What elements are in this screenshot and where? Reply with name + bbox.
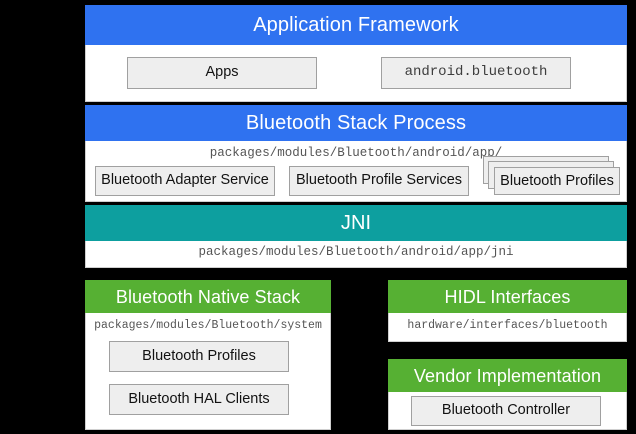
vendor-implementation-panel: Vendor Implementation Bluetooth Controll… bbox=[388, 359, 627, 430]
jni-path: packages/modules/Bluetooth/android/app/j… bbox=[198, 245, 514, 259]
connector-arrowhead-left bbox=[331, 291, 338, 301]
application-framework-panel: Application Framework Apps android.bluet… bbox=[85, 5, 627, 102]
bluetooth-profiles-stack[interactable]: Bluetooth Profiles bbox=[483, 156, 623, 201]
application-framework-header: Application Framework bbox=[85, 5, 627, 45]
vendor-implementation-header: Vendor Implementation bbox=[388, 359, 627, 392]
jni-header: JNI bbox=[85, 205, 627, 241]
application-framework-body: Apps android.bluetooth bbox=[85, 45, 627, 102]
bluetooth-native-stack-header: Bluetooth Native Stack bbox=[85, 280, 331, 313]
bluetooth-native-stack-panel: Bluetooth Native Stack packages/modules/… bbox=[85, 280, 331, 430]
hidl-interfaces-body: hardware/interfaces/bluetooth bbox=[388, 313, 627, 342]
apps-box[interactable]: Apps bbox=[127, 57, 317, 89]
bluetooth-stack-process-header: Bluetooth Stack Process bbox=[85, 105, 627, 141]
hidl-interfaces-path: hardware/interfaces/bluetooth bbox=[407, 319, 608, 332]
bluetooth-adapter-service-box[interactable]: Bluetooth Adapter Service bbox=[95, 166, 275, 196]
bluetooth-profile-services-box[interactable]: Bluetooth Profile Services bbox=[289, 166, 469, 196]
bluetooth-stack-process-path: packages/modules/Bluetooth/android/app/ bbox=[209, 146, 503, 160]
vendor-implementation-body: Bluetooth Controller bbox=[388, 392, 627, 430]
bluetooth-controller-box[interactable]: Bluetooth Controller bbox=[411, 396, 601, 426]
bluetooth-hal-clients-box[interactable]: Bluetooth HAL Clients bbox=[109, 384, 289, 415]
jni-body: packages/modules/Bluetooth/android/app/j… bbox=[85, 241, 627, 268]
bluetooth-stack-process-panel: Bluetooth Stack Process packages/modules… bbox=[85, 105, 627, 202]
bluetooth-stack-process-body: packages/modules/Bluetooth/android/app/ … bbox=[85, 141, 627, 202]
jni-panel: JNI packages/modules/Bluetooth/android/a… bbox=[85, 205, 627, 268]
native-bluetooth-profiles-box[interactable]: Bluetooth Profiles bbox=[109, 341, 289, 372]
hidl-interfaces-panel: HIDL Interfaces hardware/interfaces/blue… bbox=[388, 280, 627, 342]
bluetooth-native-stack-body: packages/modules/Bluetooth/system Blueto… bbox=[85, 313, 331, 430]
android-bluetooth-box[interactable]: android.bluetooth bbox=[381, 57, 571, 89]
hidl-interfaces-header: HIDL Interfaces bbox=[388, 280, 627, 313]
bluetooth-profiles-sheet-front[interactable]: Bluetooth Profiles bbox=[494, 167, 620, 195]
bluetooth-native-stack-path: packages/modules/Bluetooth/system bbox=[94, 319, 322, 332]
connector-arrowhead-right bbox=[381, 291, 388, 301]
